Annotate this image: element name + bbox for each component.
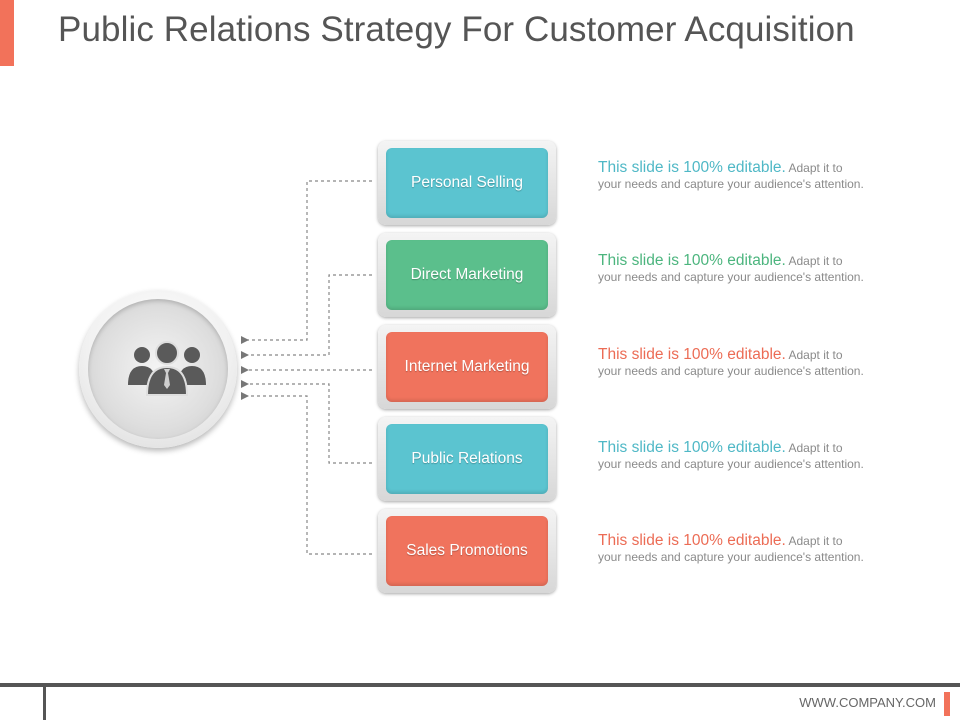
item-box-personal-selling: Personal Selling (386, 148, 548, 218)
item-box-direct-marketing: Direct Marketing (386, 240, 548, 310)
item-frame-3: Internet Marketing (378, 325, 556, 409)
description-lead: This slide is 100% editable. (598, 159, 786, 176)
item-label: Personal Selling (410, 174, 523, 191)
description-text: your needs and capture your audience's a… (598, 364, 864, 378)
item-label: Public Relations (411, 450, 523, 467)
page-title: Public Relations Strategy For Customer A… (58, 10, 855, 49)
footer-url: WWW.COMPANY.COM (799, 695, 936, 710)
item-description-3: This slide is 100% editable. Adapt it to… (598, 347, 898, 379)
item-box-internet-marketing: Internet Marketing (386, 332, 548, 402)
item-label: Direct Marketing (410, 266, 524, 283)
item-label: Sales Promotions (406, 542, 528, 559)
description-text: Adapt it to (785, 254, 843, 268)
item-frame-2: Direct Marketing (378, 233, 556, 317)
item-label: Internet Marketing (404, 358, 530, 375)
title-accent-bar (0, 0, 14, 66)
description-text: your needs and capture your audience's a… (598, 270, 864, 284)
description-text: Adapt it to (785, 534, 843, 548)
description-lead: This slide is 100% editable. (598, 252, 786, 269)
item-description-2: This slide is 100% editable. Adapt it to… (598, 253, 898, 285)
description-text: Adapt it to (785, 348, 843, 362)
connector-personal-selling (241, 180, 372, 344)
item-box-public-relations: Public Relations (386, 424, 548, 494)
description-text: your needs and capture your audience's a… (598, 177, 864, 191)
description-text: Adapt it to (785, 441, 843, 455)
hub-circle (79, 290, 237, 448)
item-frame-4: Public Relations (378, 417, 556, 501)
description-text: your needs and capture your audience's a… (598, 457, 864, 471)
connector-sales-promotions (241, 392, 372, 555)
footer-accent-bar (944, 692, 950, 716)
footer-divider (0, 683, 960, 687)
description-text: your needs and capture your audience's a… (598, 550, 864, 564)
item-frame-1: Personal Selling (378, 141, 556, 225)
item-box-sales-promotions: Sales Promotions (386, 516, 548, 586)
item-description-1: This slide is 100% editable. Adapt it to… (598, 160, 898, 192)
description-lead: This slide is 100% editable. (598, 346, 786, 363)
description-lead: This slide is 100% editable. (598, 532, 786, 549)
item-description-5: This slide is 100% editable. Adapt it to… (598, 533, 898, 565)
description-lead: This slide is 100% editable. (598, 439, 786, 456)
people-group-icon (128, 341, 206, 396)
description-text: Adapt it to (785, 161, 843, 175)
item-frame-5: Sales Promotions (378, 509, 556, 593)
footer-tick (43, 686, 46, 720)
hub-circle-inner (88, 299, 228, 439)
item-description-4: This slide is 100% editable. Adapt it to… (598, 440, 898, 472)
